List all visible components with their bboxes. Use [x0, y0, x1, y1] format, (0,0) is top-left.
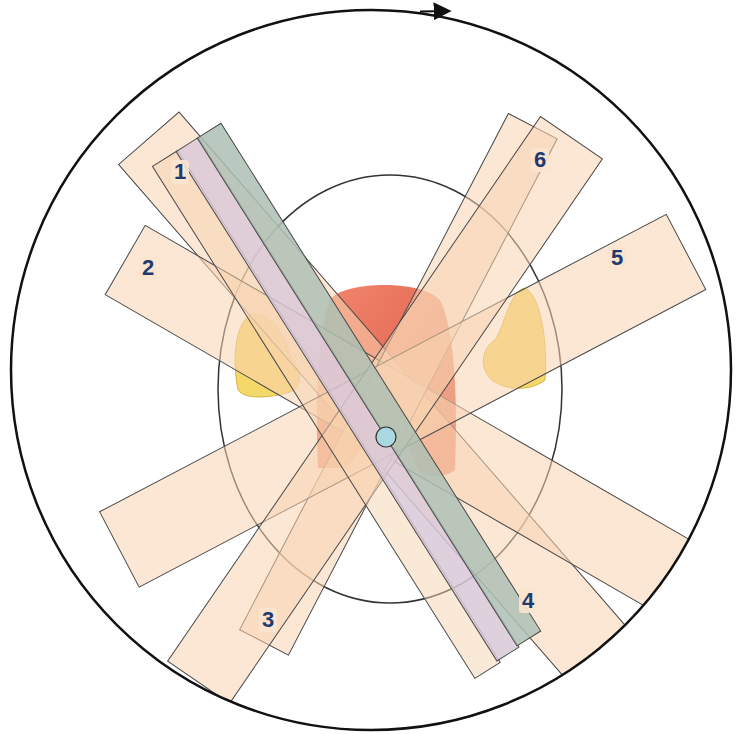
callout-number: 5 — [608, 246, 626, 270]
beam-field — [197, 123, 540, 646]
beam-field — [168, 117, 603, 704]
radiation-beam — [152, 150, 500, 678]
gantry-circle — [11, 10, 731, 730]
beam-field — [152, 150, 500, 678]
beam-group — [100, 112, 706, 703]
spinal-cord — [376, 427, 396, 447]
rotation-arrow — [420, 10, 448, 13]
radiation-beam — [197, 123, 540, 646]
radiation-beam — [176, 138, 519, 661]
callout-number: 6 — [531, 148, 549, 172]
callout-number: 1 — [171, 160, 189, 184]
callout-number: 4 — [519, 589, 537, 613]
callout-number: 3 — [259, 608, 277, 632]
radiation-beam — [168, 117, 603, 704]
callout-number: 2 — [139, 256, 157, 280]
beam-field — [176, 138, 519, 661]
